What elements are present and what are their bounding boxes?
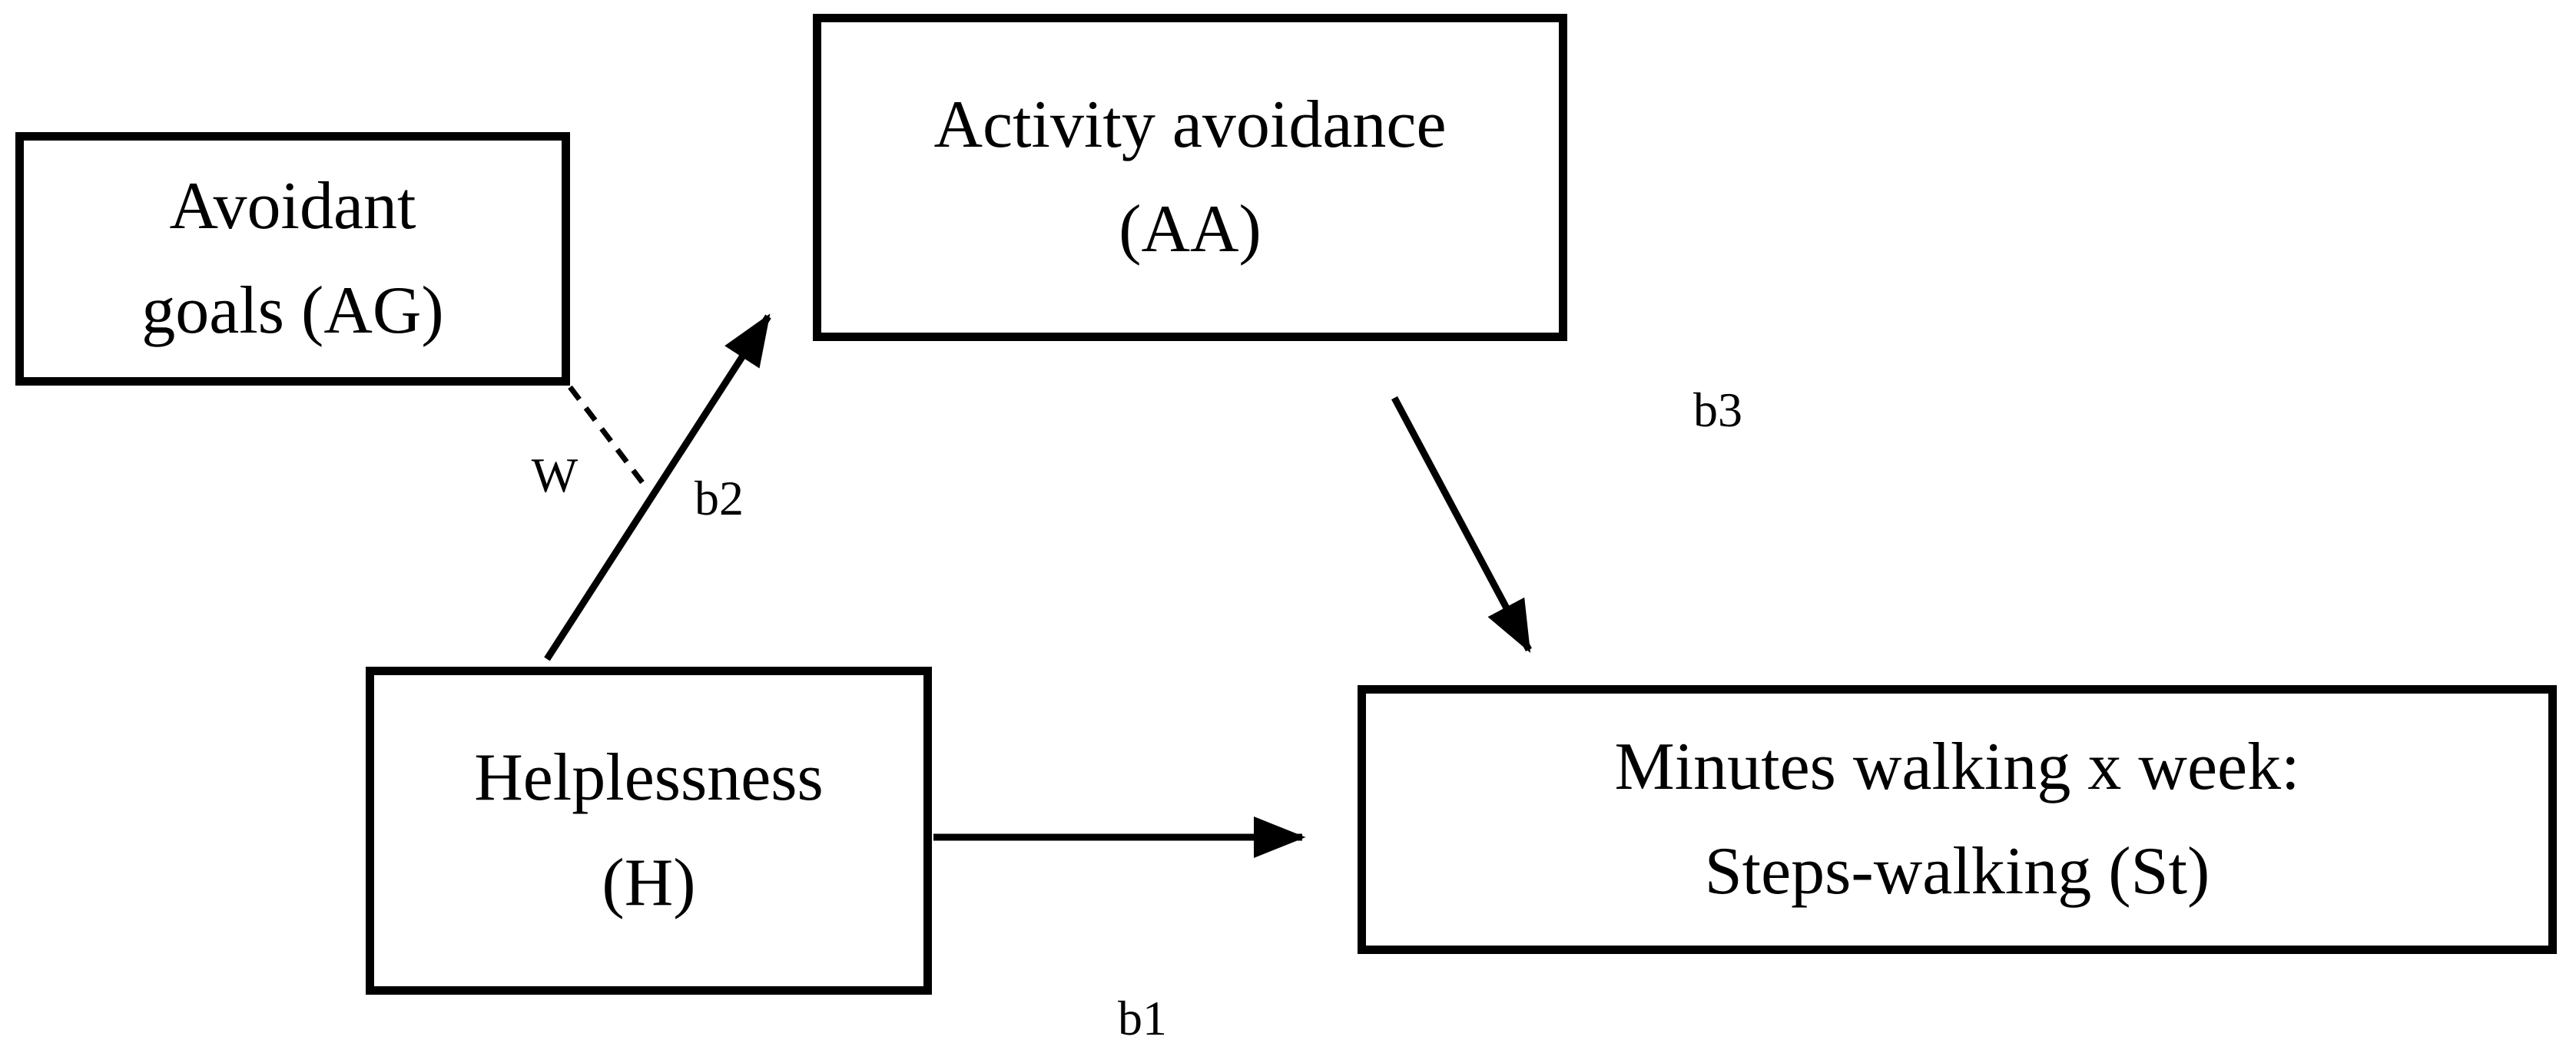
node-activity-avoidance: Activity avoidance (AA) <box>813 14 1567 341</box>
path-label-w: W <box>531 448 579 502</box>
node-activity-avoidance-line2: (AA) <box>1119 192 1261 267</box>
node-avoidant-goals: Avoidant goals (AG) <box>15 132 570 386</box>
path-label-b3: b3 <box>1693 383 1742 437</box>
path-b2-arrow-h-to-aa <box>544 313 771 661</box>
node-avoidant-goals-line2: goals (AG) <box>141 273 444 348</box>
node-steps-walking: Minutes walking x week: Steps-walking (S… <box>1358 685 2557 954</box>
node-steps-walking-line1: Minutes walking x week: <box>1614 729 2300 804</box>
path-b3-arrow-aa-to-st <box>1391 396 1532 653</box>
path-label-b2: b2 <box>695 471 744 525</box>
path-w-dashed-moderation <box>568 385 645 485</box>
node-helplessness: Helplessness (H) <box>366 667 932 995</box>
node-helplessness-line2: (H) <box>602 845 696 920</box>
node-helplessness-line1: Helplessness <box>474 740 824 816</box>
node-activity-avoidance-line1: Activity avoidance <box>933 87 1447 162</box>
node-steps-walking-line2: Steps-walking (St) <box>1704 834 2210 909</box>
path-label-b1: b1 <box>1118 991 1167 1045</box>
node-avoidant-goals-line1: Avoidant <box>169 168 416 243</box>
